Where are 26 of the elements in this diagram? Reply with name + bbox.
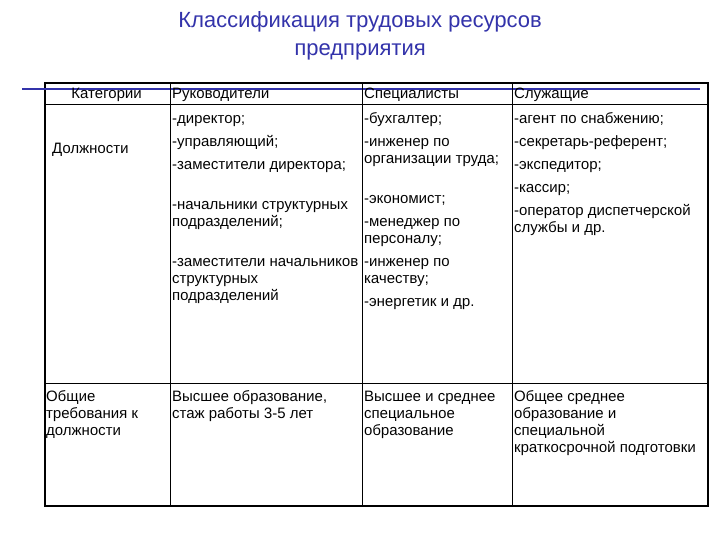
category-label: Должности	[52, 140, 130, 157]
list-item: -директор;	[172, 110, 246, 127]
list-item: -секретарь-референт;	[514, 133, 668, 150]
column-header: Руководители	[172, 85, 270, 102]
column-header: Служащие	[514, 85, 590, 102]
list-item: -экономист;	[364, 190, 447, 207]
requirement-text: Общее среднее образование и специальной краткосрочной подготовки	[514, 388, 697, 456]
list-item: -заместители начальников структурных подразделений	[172, 253, 359, 304]
column-header: Специалисты	[364, 85, 460, 102]
list-item: -инженер по организации труда;	[364, 133, 500, 167]
category-label: Общие требования к должности	[46, 388, 139, 439]
list-item: -бухгалтер;	[364, 110, 444, 127]
list-item: -инженер по качеству;	[364, 253, 451, 287]
list-item: -экспедитор;	[514, 156, 603, 173]
list-item: -кассир;	[514, 179, 572, 196]
list-item: -менеджер по персоналу;	[364, 213, 462, 247]
list-item: -управляющий;	[172, 133, 280, 150]
list-item: -агент по снабжению;	[514, 110, 665, 127]
list-item: -начальники структурных подразделений;	[172, 196, 349, 230]
requirement-text: Высшее образование, стаж работы 3-5 лет	[172, 388, 328, 422]
list-item: -энергетик и др.	[364, 293, 476, 310]
column-header: Категории	[70, 85, 143, 102]
requirement-text: Высшее и среднее специальное образование	[364, 388, 496, 439]
title: Классификация трудовых ресурсов предприятия	[177, 6, 543, 62]
list-item: -оператор диспетчерской службы и др.	[514, 202, 692, 236]
list-item: -заместители директора;	[172, 156, 347, 173]
